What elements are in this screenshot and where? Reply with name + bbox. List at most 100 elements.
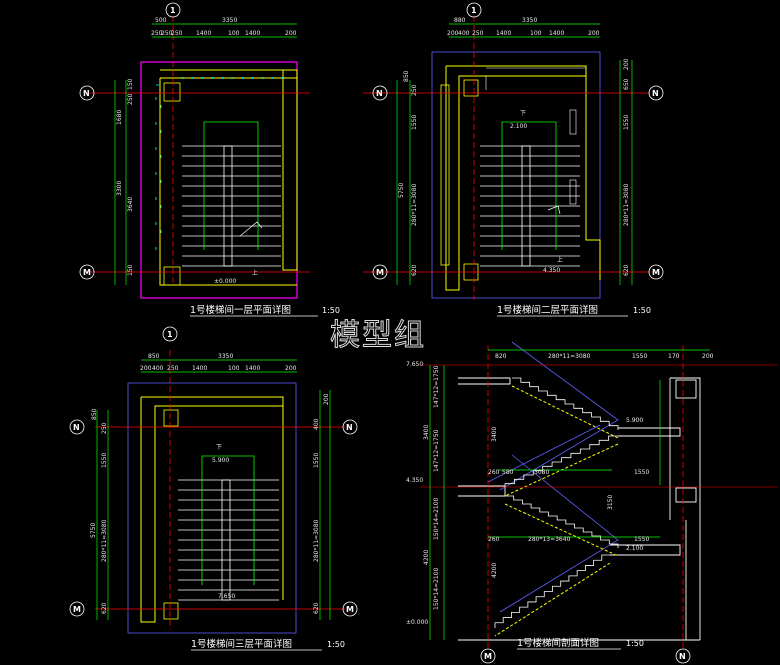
section-flight <box>512 377 619 430</box>
plan1-break-line <box>239 221 263 237</box>
plan1-axis-bubble-n-label: N <box>83 89 90 98</box>
plan3-walls <box>140 396 284 623</box>
plan3-axis-bubble-1-label: 1 <box>167 330 173 339</box>
plan2-axis-bubble-n-left <box>372 85 388 101</box>
plan1-dim-left-4: 150 <box>127 264 134 276</box>
plan2-dim-left-4: 620 <box>411 264 418 276</box>
section-flight-3: 150*14=2100 <box>433 567 440 610</box>
plan3-column-bottom <box>163 602 179 620</box>
plan1-axis-bubble-m <box>79 264 95 280</box>
plan3-column-top <box>163 409 179 427</box>
plan3-dim-r2-1: 400 <box>152 365 164 372</box>
plan2-up-label: 上 <box>557 256 563 264</box>
section-dim-lower-0: 260 <box>488 536 500 543</box>
plan3-scale: 1:50 <box>327 640 345 649</box>
plan2-walls <box>445 65 587 291</box>
section-flight <box>505 495 619 548</box>
plan3-axis-bubble-n-right-label: N <box>346 423 353 432</box>
plan3-dim-top-b: 3350 <box>218 353 233 360</box>
plan3-stair-treads <box>178 479 279 601</box>
plan2-dim-left-1: 250 <box>411 84 418 96</box>
plan3-dim-r2-3: 1400 <box>192 365 207 372</box>
plan3-dim-left-1: 250 <box>101 422 108 434</box>
plan1-axis-bubble-n <box>79 85 95 101</box>
plan3-dim-right-2: 1550 <box>313 453 320 468</box>
plan2-dim-r2-4: 100 <box>530 30 542 37</box>
plan3-dim-top-a: 850 <box>148 353 160 360</box>
section-elev-1: 5.900 <box>626 417 643 424</box>
watermark: 模型组 <box>330 318 426 353</box>
section-axis-bubble-m <box>480 648 496 664</box>
section-dim-mid-2a: 260 <box>488 469 500 476</box>
plan1-dim-top-b: 3350 <box>222 17 237 24</box>
plan-first-floor: ±0.000 上 500 3350 250 250 250 1400 100 1… <box>79 2 340 317</box>
plan1-dim-r2-4: 100 <box>228 30 240 37</box>
section-elev-3: 2.100 <box>626 545 643 552</box>
plan3-dim-right-3: 280*11=3080 <box>313 519 320 562</box>
plan2-dim-left-3: 280*11=3080 <box>411 183 418 226</box>
plan3-dim-r2-6: 200 <box>285 365 297 372</box>
plan2-dim-r2-6: 200 <box>588 30 600 37</box>
section-flight-0: 147*12=1750 <box>433 365 440 408</box>
plan2-axis-bubble-m-right <box>648 264 664 280</box>
plan2-dim-right-1: 650 <box>623 78 630 90</box>
plan1-dim-r2-3: 1400 <box>196 30 211 37</box>
plan1-dim-left-3: 3640 <box>127 197 134 212</box>
section-flight-hatch <box>504 503 619 557</box>
plan1-dim-r2-1: 250 <box>161 30 173 37</box>
section-axis-bubble-n-label: N <box>679 652 686 661</box>
section-scale: 1:50 <box>626 639 644 648</box>
plan3-axis-bubble-n-left-label: N <box>73 423 80 432</box>
plan3-title: 1号楼梯间三层平面详图 <box>191 638 292 650</box>
plan1-wall-right <box>282 69 298 271</box>
plan2-elevation-b: 4.350 <box>543 267 560 274</box>
plan3-dim-left-3: 280*11=3080 <box>101 519 108 562</box>
plan1-dim-top-a: 500 <box>155 17 167 24</box>
plan1-title: 1号楼梯间一层平面详图 <box>190 304 291 316</box>
section-flight-2: 150*14=2100 <box>433 497 440 540</box>
plan2-dim-r2-1: 400 <box>458 30 470 37</box>
plan2-elevation-a: 2.100 <box>510 123 527 130</box>
section-dim-lower-1: 280*13=3640 <box>528 536 571 543</box>
plan1-dim-left-0: 150 <box>127 78 134 90</box>
section-flight <box>504 435 618 488</box>
section-extra-0: 3400 <box>491 427 498 442</box>
plan2-column-top <box>463 79 479 97</box>
section-flight <box>494 554 610 628</box>
plan2-axis-bubble-1-label: 1 <box>471 6 477 15</box>
plan3-dim-right-1: 400 <box>313 418 320 430</box>
section-flight-hatch <box>511 385 619 439</box>
section-extra-1: 4200 <box>491 563 498 578</box>
plan1-handrail <box>223 145 233 267</box>
plan3-axis-bubble-n-right <box>342 419 358 435</box>
section-stair-flights <box>494 377 619 637</box>
plan1-dim-left-1: 250 <box>127 93 134 105</box>
plan2-dim-right-3: 280*11=3080 <box>623 183 630 226</box>
plan1-wall-left <box>159 78 297 286</box>
section-title: 1号楼梯间剖面详图 <box>517 637 599 649</box>
plan3-dim-r2-2: 250 <box>167 365 179 372</box>
plan1-column-top <box>163 82 181 102</box>
section-elev-4: ±0.000 <box>406 619 428 626</box>
plan-third-floor: 5.900 7.650 下 850 3350 200 400 250 1400 … <box>69 326 358 651</box>
section-side-label: 3150 <box>607 495 614 510</box>
plan1-axis-bubble-1 <box>165 2 181 18</box>
section-view: 820 280*11=3080 1550 170 200 1550 260 58… <box>406 341 778 664</box>
plan3-elevation-b: 7.650 <box>218 593 235 600</box>
plan2-dim-r2-5: 1400 <box>549 30 564 37</box>
plan3-handrail <box>221 479 231 601</box>
section-dim-top-1: 280*11=3080 <box>548 353 591 360</box>
plan2-axis-bubble-m-right-label: M <box>652 268 660 277</box>
section-flight-1: 147*12=1750 <box>433 429 440 472</box>
plan3-axis-bubble-m-right <box>342 601 358 617</box>
plan3-axis-bubble-m-left <box>69 601 85 617</box>
plan2-axis-bubble-n-right <box>648 85 664 101</box>
plan3-dim-left-total: 5750 <box>90 523 97 538</box>
plan3-dim-r2-5: 1400 <box>245 365 260 372</box>
plan2-dim-right-4: 620 <box>623 264 630 276</box>
plan3-dim-left-2: 1550 <box>101 453 108 468</box>
plan3-dim-right-4: 620 <box>313 602 320 614</box>
plan2-dim-r2-0: 200 <box>447 30 459 37</box>
plan2-dim-left-0: 850 <box>403 70 410 82</box>
